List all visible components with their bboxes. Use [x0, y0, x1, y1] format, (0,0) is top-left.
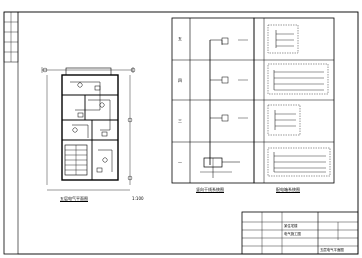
title-block-drawing-title: 电气施工图	[284, 232, 301, 236]
floor-label-5: 五	[178, 36, 182, 41]
floor-plan-caption: 五层电气平面图	[60, 196, 88, 202]
floor-plan-scale: 1:100	[132, 196, 144, 201]
binding-strip	[3, 11, 19, 63]
title-block-grid	[241, 211, 359, 255]
floor-plan	[41, 67, 136, 191]
floor-label-4: 四	[178, 78, 182, 83]
distribution-box-panels	[253, 17, 335, 184]
outer-frame	[3, 11, 359, 255]
floor-label-1: 一	[178, 160, 182, 165]
title-block-project: 某住宅楼	[284, 224, 298, 228]
distribution-box-caption: 配电箱系统图	[276, 187, 300, 193]
title-block-sub-note: 五层电气平面图	[320, 248, 344, 252]
inner-frame	[17, 11, 359, 255]
system-diagram	[171, 17, 255, 184]
floor-label-3: 三	[178, 118, 182, 123]
system-diagram-caption: 竖向干线系统图	[196, 187, 224, 193]
